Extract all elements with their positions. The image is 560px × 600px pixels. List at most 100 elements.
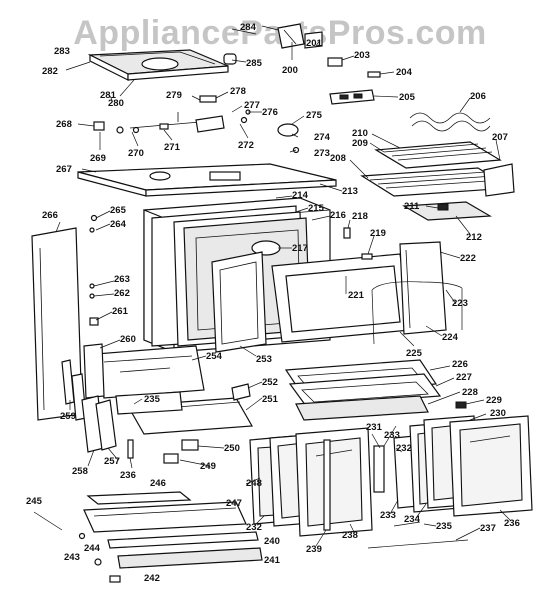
part-door-inner-253	[211, 251, 267, 353]
label-241: 241	[264, 555, 281, 566]
label-214: 214	[292, 190, 309, 201]
label-261: 261	[112, 306, 129, 317]
label-239: 239	[306, 544, 322, 555]
label-266: 266	[42, 210, 58, 221]
label-206: 206	[470, 91, 486, 102]
label-242: 242	[144, 573, 160, 584]
label-234: 234	[404, 514, 421, 525]
label-258: 258	[72, 466, 88, 477]
label-243: 243	[64, 552, 80, 563]
label-233-top: 233	[384, 430, 400, 441]
part-bracket-200	[277, 23, 305, 49]
label-268: 268	[56, 119, 72, 130]
label-252: 252	[262, 377, 278, 388]
label-204: 204	[396, 67, 413, 78]
label-250: 250	[224, 443, 240, 454]
leader-lines	[55, 25, 511, 547]
part-pan-212	[401, 201, 493, 221]
label-280: 280	[108, 98, 124, 109]
label-211: 211	[404, 201, 420, 212]
part-door-glass-236	[449, 415, 533, 517]
label-257: 257	[104, 456, 120, 467]
part-panel-247	[83, 501, 247, 533]
part-rack-210	[374, 141, 502, 169]
part-latch-219	[361, 253, 373, 260]
label-285: 285	[246, 58, 263, 69]
part-rails-257-258	[81, 395, 117, 453]
part-pin-256	[127, 439, 134, 459]
label-264: 264	[110, 219, 127, 230]
part-bolt-244	[78, 532, 86, 540]
part-door-222	[399, 241, 447, 335]
label-236-right: 236	[504, 518, 520, 529]
label-225: 225	[406, 348, 423, 359]
label-262: 262	[114, 288, 130, 299]
label-260: 260	[120, 334, 136, 345]
label-231: 231	[366, 422, 383, 433]
label-200: 200	[282, 65, 298, 76]
callout-labels: 284 200 201 203 204 205 206 207 210 209 …	[26, 22, 520, 584]
label-245: 245	[26, 496, 43, 507]
label-223: 223	[452, 298, 468, 309]
label-265: 265	[110, 205, 127, 216]
part-panel-246	[86, 491, 192, 505]
label-278: 278	[230, 86, 246, 97]
label-228: 228	[462, 387, 478, 398]
label-203: 203	[354, 50, 370, 61]
label-209: 209	[352, 138, 368, 149]
part-hardware-row	[93, 95, 300, 154]
part-block-249	[163, 453, 179, 464]
label-224: 224	[442, 332, 459, 343]
part-rod-235b	[393, 521, 421, 527]
part-handle-239	[323, 439, 331, 531]
label-253: 253	[256, 354, 272, 365]
label-282: 282	[42, 66, 58, 77]
label-272: 272	[238, 140, 254, 151]
label-284: 284	[240, 22, 257, 33]
label-230: 230	[490, 408, 506, 419]
part-connector-204	[367, 71, 381, 78]
part-rod-245	[33, 511, 63, 531]
label-269: 269	[90, 153, 106, 164]
label-236-left: 236	[120, 470, 136, 481]
label-249: 249	[200, 461, 216, 472]
part-door-frame-221	[271, 253, 411, 343]
part-strip-237	[367, 539, 469, 549]
label-213: 213	[342, 186, 358, 197]
part-liner-207	[483, 163, 515, 197]
part-knob-285	[223, 53, 237, 65]
label-251: 251	[262, 394, 279, 405]
label-254: 254	[206, 351, 223, 362]
part-clip-218	[343, 227, 351, 239]
part-block-250	[181, 439, 199, 451]
label-263: 263	[114, 274, 130, 285]
label-237: 237	[480, 523, 496, 534]
label-247: 247	[226, 498, 242, 509]
part-toe-kick-241	[117, 547, 263, 569]
label-210: 210	[352, 128, 368, 139]
label-219: 219	[370, 228, 386, 239]
part-tray-228	[295, 395, 429, 421]
part-bracket-260	[83, 343, 105, 399]
label-233: 233	[380, 510, 396, 521]
part-rail-240	[107, 531, 259, 549]
label-283: 283	[54, 46, 70, 57]
label-201: 201	[306, 38, 323, 49]
label-248: 248	[246, 478, 262, 489]
label-275: 275	[306, 110, 323, 121]
label-205: 205	[399, 92, 416, 103]
label-279: 279	[166, 90, 182, 101]
label-208: 208	[330, 153, 346, 164]
label-240: 240	[264, 536, 280, 547]
part-seal-223	[371, 281, 463, 345]
label-229: 229	[486, 395, 502, 406]
part-foot-242	[109, 575, 121, 583]
part-screw-243	[94, 558, 102, 566]
part-plate-205	[329, 89, 375, 105]
label-235-right: 235	[436, 521, 453, 532]
part-top-panel-267	[77, 163, 337, 197]
label-222: 222	[460, 253, 476, 264]
label-277: 277	[244, 100, 260, 111]
part-clip-229	[455, 401, 467, 409]
part-bracket-252	[231, 383, 251, 401]
